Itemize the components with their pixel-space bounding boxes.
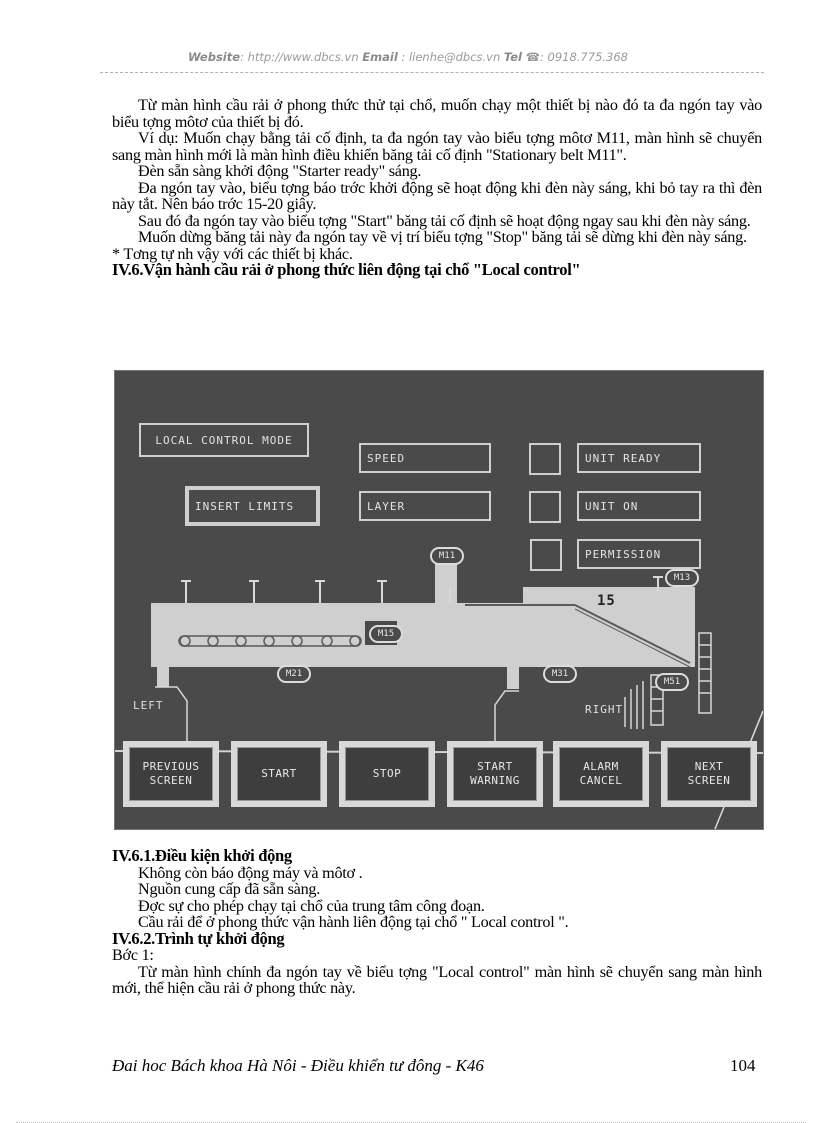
start-warning-button[interactable]: START WARNING <box>447 741 543 807</box>
speed-field: SPEED <box>359 443 491 473</box>
button-label: STOP <box>345 747 429 801</box>
button-label: START WARNING <box>453 747 537 801</box>
page-footer: Đai hoc Bách khoa Hà Nôi - Điều khiển tư… <box>112 1056 484 1075</box>
email-value: : lienhe@dbcs.vn <box>401 50 501 64</box>
unit-on-status: UNIT ON <box>577 491 701 521</box>
motor-m15-icon[interactable]: M15 <box>369 625 403 643</box>
paragraph: Ví dụ: Muốn chạy bằng tải cố định, ta đa… <box>112 129 762 164</box>
unit-ready-status: UNIT READY <box>577 443 701 473</box>
list-item: Cầu rải để ở phong thức vận hành liên độ… <box>138 913 569 931</box>
paragraph: Muốn dừng băng tải này đa ngón tay về vị… <box>138 228 747 246</box>
permission-status: PERMISSION <box>577 539 701 569</box>
unit-on-indicator <box>529 491 561 523</box>
counter-display: 15 <box>597 593 616 609</box>
step-text: Từ màn hình chính đa ngón tay về biểu tợ… <box>112 962 762 997</box>
paragraph: Đèn sẵn sàng khởi động "Starter ready" s… <box>138 162 422 180</box>
motor-m31-icon[interactable]: M31 <box>543 665 577 683</box>
next-screen-button[interactable]: NEXT SCREEN <box>661 741 757 807</box>
button-label: START <box>237 747 321 801</box>
start-button[interactable]: START <box>231 741 327 807</box>
header-divider <box>100 72 764 73</box>
phone-icon: ☎ <box>525 50 540 64</box>
note: * Tơng tự nh vậy với các thiết bị khác. <box>112 244 353 263</box>
unit-ready-indicator <box>529 443 561 475</box>
subsection-start-conditions: IV.6.1.Điều kiện khởi động Không còn báo… <box>112 846 762 997</box>
right-label: RIGHT <box>585 703 624 716</box>
button-label: ALARM CANCEL <box>559 747 643 801</box>
button-label: PREVIOUS SCREEN <box>129 747 213 801</box>
conveyor-diagram <box>115 557 763 829</box>
page-number: 104 <box>730 1056 756 1075</box>
email-label: Email <box>362 50 398 64</box>
subsection-heading: IV.6.2.Trình tự khởi động <box>112 928 285 948</box>
subsection-heading: IV.6.1.Điều kiện khởi động <box>112 846 292 865</box>
left-label: LEFT <box>133 699 164 712</box>
list-item: Đợc sự cho phép chạy tại chổ của trung t… <box>138 896 485 915</box>
page-header: Website: http://www.dbcs.vn Email : lien… <box>0 50 816 64</box>
paragraph: Từ màn hình cầu rải ở phong thức thử tại… <box>112 96 762 131</box>
previous-screen-button[interactable]: PREVIOUS SCREEN <box>123 741 219 807</box>
hmi-screenshot: LOCAL CONTROL MODE INSERT LIMITS SPEED L… <box>114 370 764 830</box>
permission-indicator <box>530 539 562 571</box>
tel-label: Tel <box>503 50 522 64</box>
alarm-cancel-button[interactable]: ALARM CANCEL <box>553 741 649 807</box>
button-label: NEXT SCREEN <box>667 747 751 801</box>
motor-m11-icon[interactable]: M11 <box>430 547 464 565</box>
step-label: Bớc 1: <box>112 946 154 964</box>
insert-limits-button[interactable]: INSERT LIMITS <box>185 486 320 526</box>
website-label: Website <box>187 50 241 64</box>
motor-m51-icon[interactable]: M51 <box>655 673 689 691</box>
intro-section: Từ màn hình cầu rải ở phong thức thử tại… <box>112 97 762 279</box>
website-value: : http://www.dbcs.vn <box>240 50 359 64</box>
layer-field: LAYER <box>359 491 491 521</box>
tel-value: : 0918.775.368 <box>539 50 628 64</box>
local-control-mode-label: LOCAL CONTROL MODE <box>139 423 309 457</box>
paragraph: Sau đó đa ngón tay vào biểu tợng "Start"… <box>138 211 751 230</box>
list-item: Không còn báo động máy và môtơ . <box>138 863 363 882</box>
stop-button[interactable]: STOP <box>339 741 435 807</box>
motor-m21-icon[interactable]: M21 <box>277 665 311 683</box>
section-heading: IV.6.Vận hành cầu rải ở phong thức liên … <box>112 260 581 279</box>
motor-m13-icon[interactable]: M13 <box>665 569 699 587</box>
list-item: Nguồn cung cấp đã sẵn sàng. <box>138 880 321 898</box>
paragraph: Đa ngón tay vào, biểu tợng báo trớc khởi… <box>112 178 762 213</box>
